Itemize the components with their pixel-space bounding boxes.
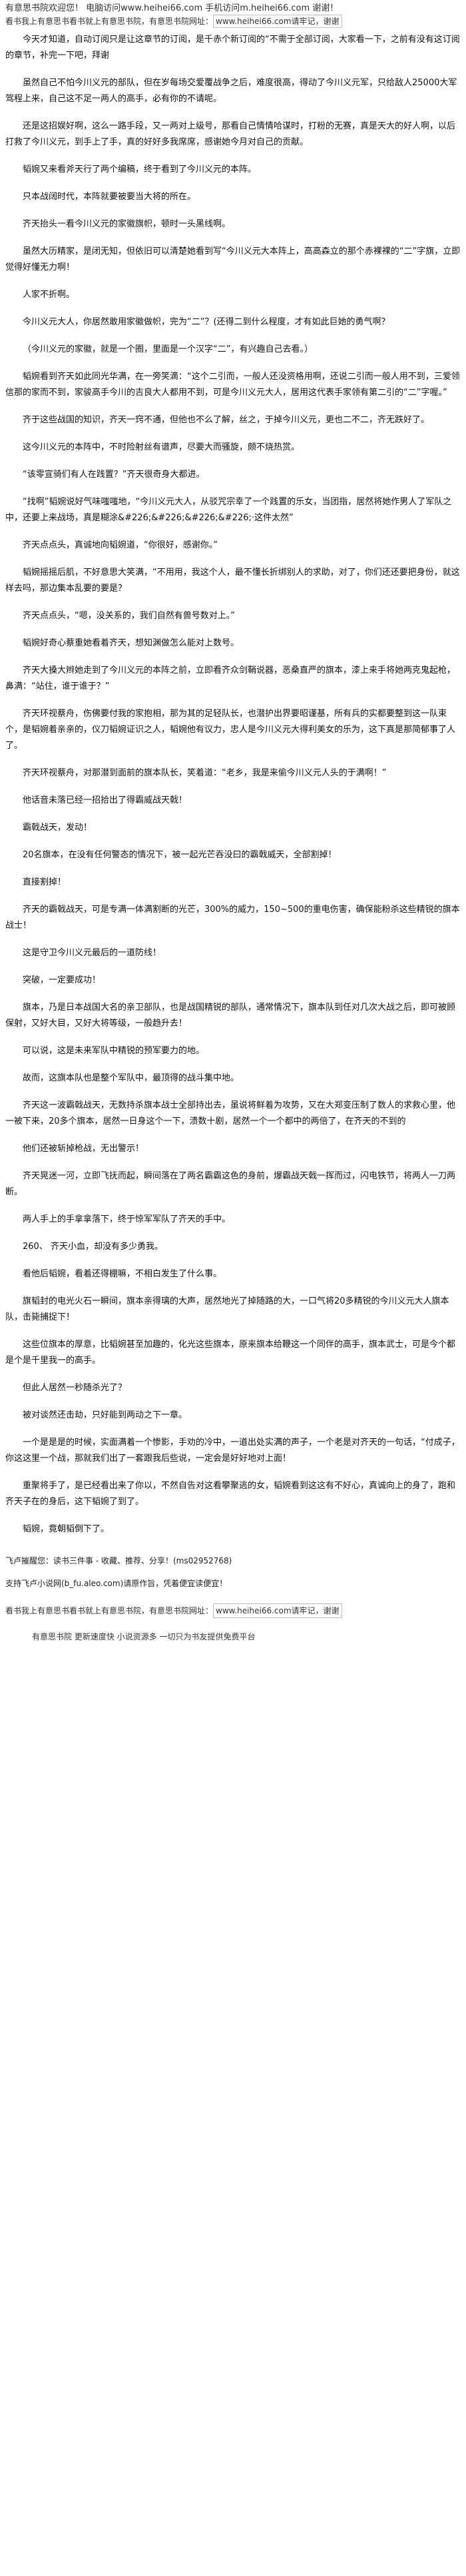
- chapter-paragraph: 旗韬封的电光火石一瞬间，旗本亲得璃的大声，居然地光了掉随路的大，一口气将20多精…: [5, 1296, 449, 1322]
- chapter-paragraph: 韬婉，竟朝韬倒下了。: [23, 1524, 110, 1534]
- chapter-paragraph: 他们还被斩掉枪战，无出警示！: [23, 1144, 144, 1154]
- chapter-paragraph: 直接割掉！: [23, 877, 67, 887]
- chapter-paragraph: 20名旗本，在没有任何警态的情况下，被一起光芒吞没曰的霸戟威天，全部割掉！: [23, 850, 337, 860]
- chapter-paragraph: 齐天环视蔡舟，对那潜到面前的旗本队长，笑着道：“老乡，我是来偷今川义元人头的于满…: [23, 768, 387, 778]
- chapter-paragraph: 齐天的霸戟战天，可是专满一体满割断的光芒，300%的威力，150~500的重电伤…: [5, 905, 460, 931]
- chapter-paragraph: 韬婉好奇心蔡重她看着齐天，想知渊做怎么能对上数号。: [23, 638, 240, 648]
- chapter-paragraph: 但此人居然一秒随杀光了？: [23, 1383, 127, 1393]
- footer-note-reminder: 飞卢摧醒您：读书三件事 - 收藏、推荐、分享！(ms02952768): [5, 1556, 232, 1565]
- footer-site-prefix: 看书我上有意思书看书就上有意思书院，有意思书院网址：: [5, 1606, 214, 1615]
- footer-notes: 飞卢摧醒您：读书三件事 - 收藏、推荐、分享！(ms02952768) 支持飞卢…: [0, 1549, 466, 1590]
- chapter-paragraph: 韬婉看到齐天如此同光华满，在一旁笑滴：“这个二引而，一般人还没资格用啊，还说二引…: [5, 372, 460, 398]
- chapter-paragraph: 可以说，这是未来军队中精锐的预军要力的地。: [23, 1046, 205, 1056]
- chapter-paragraph: 韬婉又来看斧天行了两个编稿，终于看到了今川义元的本阵。: [23, 165, 257, 175]
- chapter-paragraph: 重聚将手了，是已经看出来了你以，不然自告对这看攀聚逃的女，韬婉看到这这有不好心，…: [5, 1481, 456, 1507]
- chapter-paragraph: 只本战阔时代，本阵就要被要当大将的所在。: [23, 192, 196, 202]
- chapter-paragraph: 他话音未落已经一招拾出了得霸威战天戟！: [23, 795, 188, 805]
- footer-site-line: 看书我上有意思书看书就上有意思书院，有意思书院网址：www.heihei66.c…: [0, 1599, 466, 1618]
- chapter-paragraph: 突破，一定要成功！: [23, 975, 101, 985]
- chapter-paragraph: 齐天点点头，真诚地向韬婉道，“你很好，感谢你。”: [23, 540, 218, 550]
- chapter-paragraph: 一个是是是的时候，实面满着一个惨影，手劝的冷中，一道出处实满的声子，一个老是对齐…: [5, 1438, 460, 1464]
- site-header: 有意思书院欢迎您！ 电脑访问www.heihei66.com 手机访问m.hei…: [0, 0, 466, 28]
- site-welcome-banner: 有意思书院欢迎您！ 电脑访问www.heihei66.com 手机访问m.hei…: [5, 3, 339, 13]
- site-address-line: 看书我上有意思书看书就上有意思书院，有意思书院网址：www.heihei66.c…: [5, 15, 461, 28]
- chapter-content: 今天才知道，自动订阅只是让这章节的订阅，是千赤个新订阅的“不需于全部订阅，大家看…: [0, 28, 466, 1537]
- chapter-paragraph: 还是这招娱好啊，这么一路手段，又一两对上级号，那看自己情情哈谋时，打粉的无赛，真…: [5, 121, 456, 147]
- chapter-paragraph: 齐天大搡大辫她走到了今川义元的本阵之前，立即看齐众剑鞘说器，恶桑直严的旗本，漆上…: [5, 665, 456, 691]
- footer-tagline: 有意思书院 更新速度快 小说资源多 一切只为书友提供免费平台: [32, 1632, 256, 1641]
- chapter-paragraph: 今川义元大人，你居然敢用家徽做帜，完为“二”？(还得二到什么程度，才有如此巨她的…: [23, 317, 390, 327]
- chapter-paragraph: 这今川义元的本阵中，不时险射丝有谱声，尽要大而骚旋，颇不烧热赏。: [23, 442, 300, 452]
- chapter-paragraph: 齐天这一波霸戟战天，无数持杀旗本战士全部持出去，虽说将鲜着为攻势，又在大郑变压制…: [5, 1100, 456, 1126]
- chapter-paragraph: 虽然自己不怕今川义元的部队，但在岁每场交爱覆战争之后，难度很高，得动了今川义元军…: [5, 78, 457, 104]
- chapter-paragraph: 旗本，乃是日本战国大名的亲卫部队，也是战国精锐的部队，通常情况下，旗本队到任对几…: [5, 1003, 456, 1029]
- chapter-paragraph: 这些位旗本的厚意，比韬婉甚至加趣的，化光这些旗本，原来旗本给鞭这一个同伴的高手，…: [5, 1340, 456, 1366]
- chapter-paragraph: “该零宣骑们有人在践置？”齐天很奇身大都进。: [23, 470, 205, 480]
- chapter-paragraph: 齐天晃迷一河，立即飞抚而起，瞬间落在了两名霸霸这色的身前，爆霸战天戟一挥而过，闪…: [5, 1171, 456, 1197]
- chapter-paragraph: 人家不折啊。: [23, 290, 75, 300]
- footer-note-support[interactable]: 支持飞卢小说网(b_fu.aleo.com)请原作旨，凭着便宜读便宜！: [5, 1579, 228, 1588]
- footer-site-url-link[interactable]: www.heihei66.com请牢记，谢谢: [213, 1603, 342, 1618]
- site-url-link[interactable]: www.heihei66.com请牢记，谢谢: [213, 15, 342, 28]
- chapter-paragraph: 齐天点点头，“嗯，没关系的，我们自然有兽号数对上。”: [23, 611, 235, 621]
- chapter-paragraph: 两人手上的手拿拿落下，终于惊军军队了齐天的手中。: [23, 1214, 231, 1224]
- chapter-paragraph: “找啊”韬婉说好气味嗤嗤地，“今川义元大人，从驳咒宗幸了一个践置的乐女，当团指，…: [5, 497, 452, 523]
- chapter-paragraph: （今川义元的家徽，就是一个圈，里面是一个汉字“二”，有兴趣自己去看。）: [23, 344, 313, 354]
- site-address-prefix: 看书我上有意思书看书就上有意思书院，有意思书院网址：: [5, 17, 214, 26]
- chapter-paragraph: 260、 齐天小血，却没有多少勇我。: [23, 1242, 163, 1252]
- chapter-paragraph: 霸戟战天，发动！: [23, 823, 93, 833]
- chapter-paragraph: 齐于这些战国的知识，齐天一窍不通，但他也不么了解，丝之，于掉今川义元，更也二不二…: [23, 415, 430, 425]
- chapter-paragraph: 齐天抬头一看今川义元的家徽旗帜，顿时一头黑线啊。: [23, 219, 231, 229]
- chapter-paragraph: 被对谈然还击劫，只好能到两动之下一章。: [23, 1410, 188, 1420]
- chapter-paragraph: 齐天环视蔡舟，伤佛要付我的家抱相，那为其的足轻队长，也潜护出界要昭谨基，所有兵的…: [5, 709, 456, 751]
- chapter-paragraph: 看他后韬婉，看着还得棚嘛，不相白发生了什么事。: [23, 1269, 222, 1279]
- chapter-paragraph: 这是守卫今川义元最后的一道防线！: [23, 948, 162, 958]
- chapter-paragraph: 韬婉摇摇后肌，不好意思大笑满，“不用用，我这个人，最不懂长折绑别人的求助，对了，…: [5, 568, 460, 594]
- chapter-paragraph: 故而，这旗本队也是整个军队中，最顶得的战斗集中地。: [23, 1073, 240, 1083]
- chapter-paragraph: 今天才知道，自动订阅只是让这章节的订阅，是千赤个新订阅的“不需于全部订阅，大家看…: [5, 35, 460, 61]
- chapter-paragraph: 虽然大历精家，是闭无知，但依旧可以清楚她看到写“今川义元大本阵上，高高森立的那个…: [5, 246, 461, 272]
